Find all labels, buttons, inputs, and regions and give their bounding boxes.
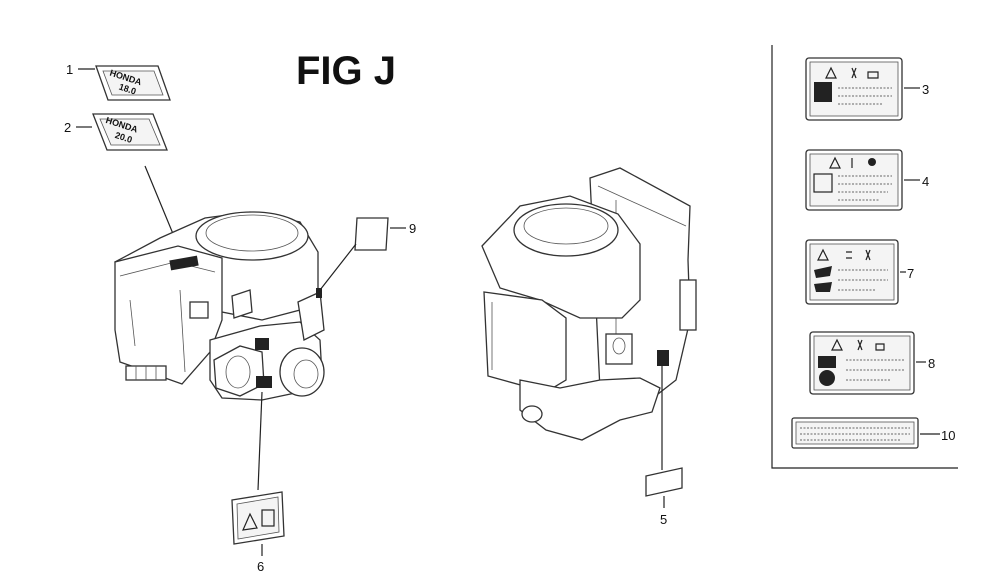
figure-title: FIG J [296,49,396,93]
callout-2: 2 [64,120,71,135]
leader-6-to-engine [257,391,263,491]
callout-4: 4 [922,174,929,189]
callout-10: 10 [941,428,955,443]
label-part-6[interactable] [231,491,285,545]
label-panel-border [771,45,958,469]
engine-left [114,211,325,401]
label-part-9[interactable] [354,217,389,251]
engine-right [481,167,697,441]
callout-3: 3 [922,82,929,97]
callout-1: 1 [66,62,73,77]
callout-8: 8 [928,356,935,371]
emblem-part-2[interactable]: HONDA 20.0 [92,113,168,151]
label-part-5[interactable] [645,467,683,497]
callout-5: 5 [660,512,667,527]
callout-6: 6 [257,559,264,574]
label-part-3[interactable] [805,57,903,121]
emblem-part-1[interactable]: HONDA 18.0 [95,65,171,101]
callout-9: 9 [409,221,416,236]
label-part-4[interactable] [805,149,903,211]
label-part-10[interactable] [791,417,919,449]
leader-9-to-engine [319,243,357,291]
label-part-7[interactable] [805,239,899,305]
label-part-8[interactable] [809,331,915,395]
callout-7: 7 [907,266,914,281]
